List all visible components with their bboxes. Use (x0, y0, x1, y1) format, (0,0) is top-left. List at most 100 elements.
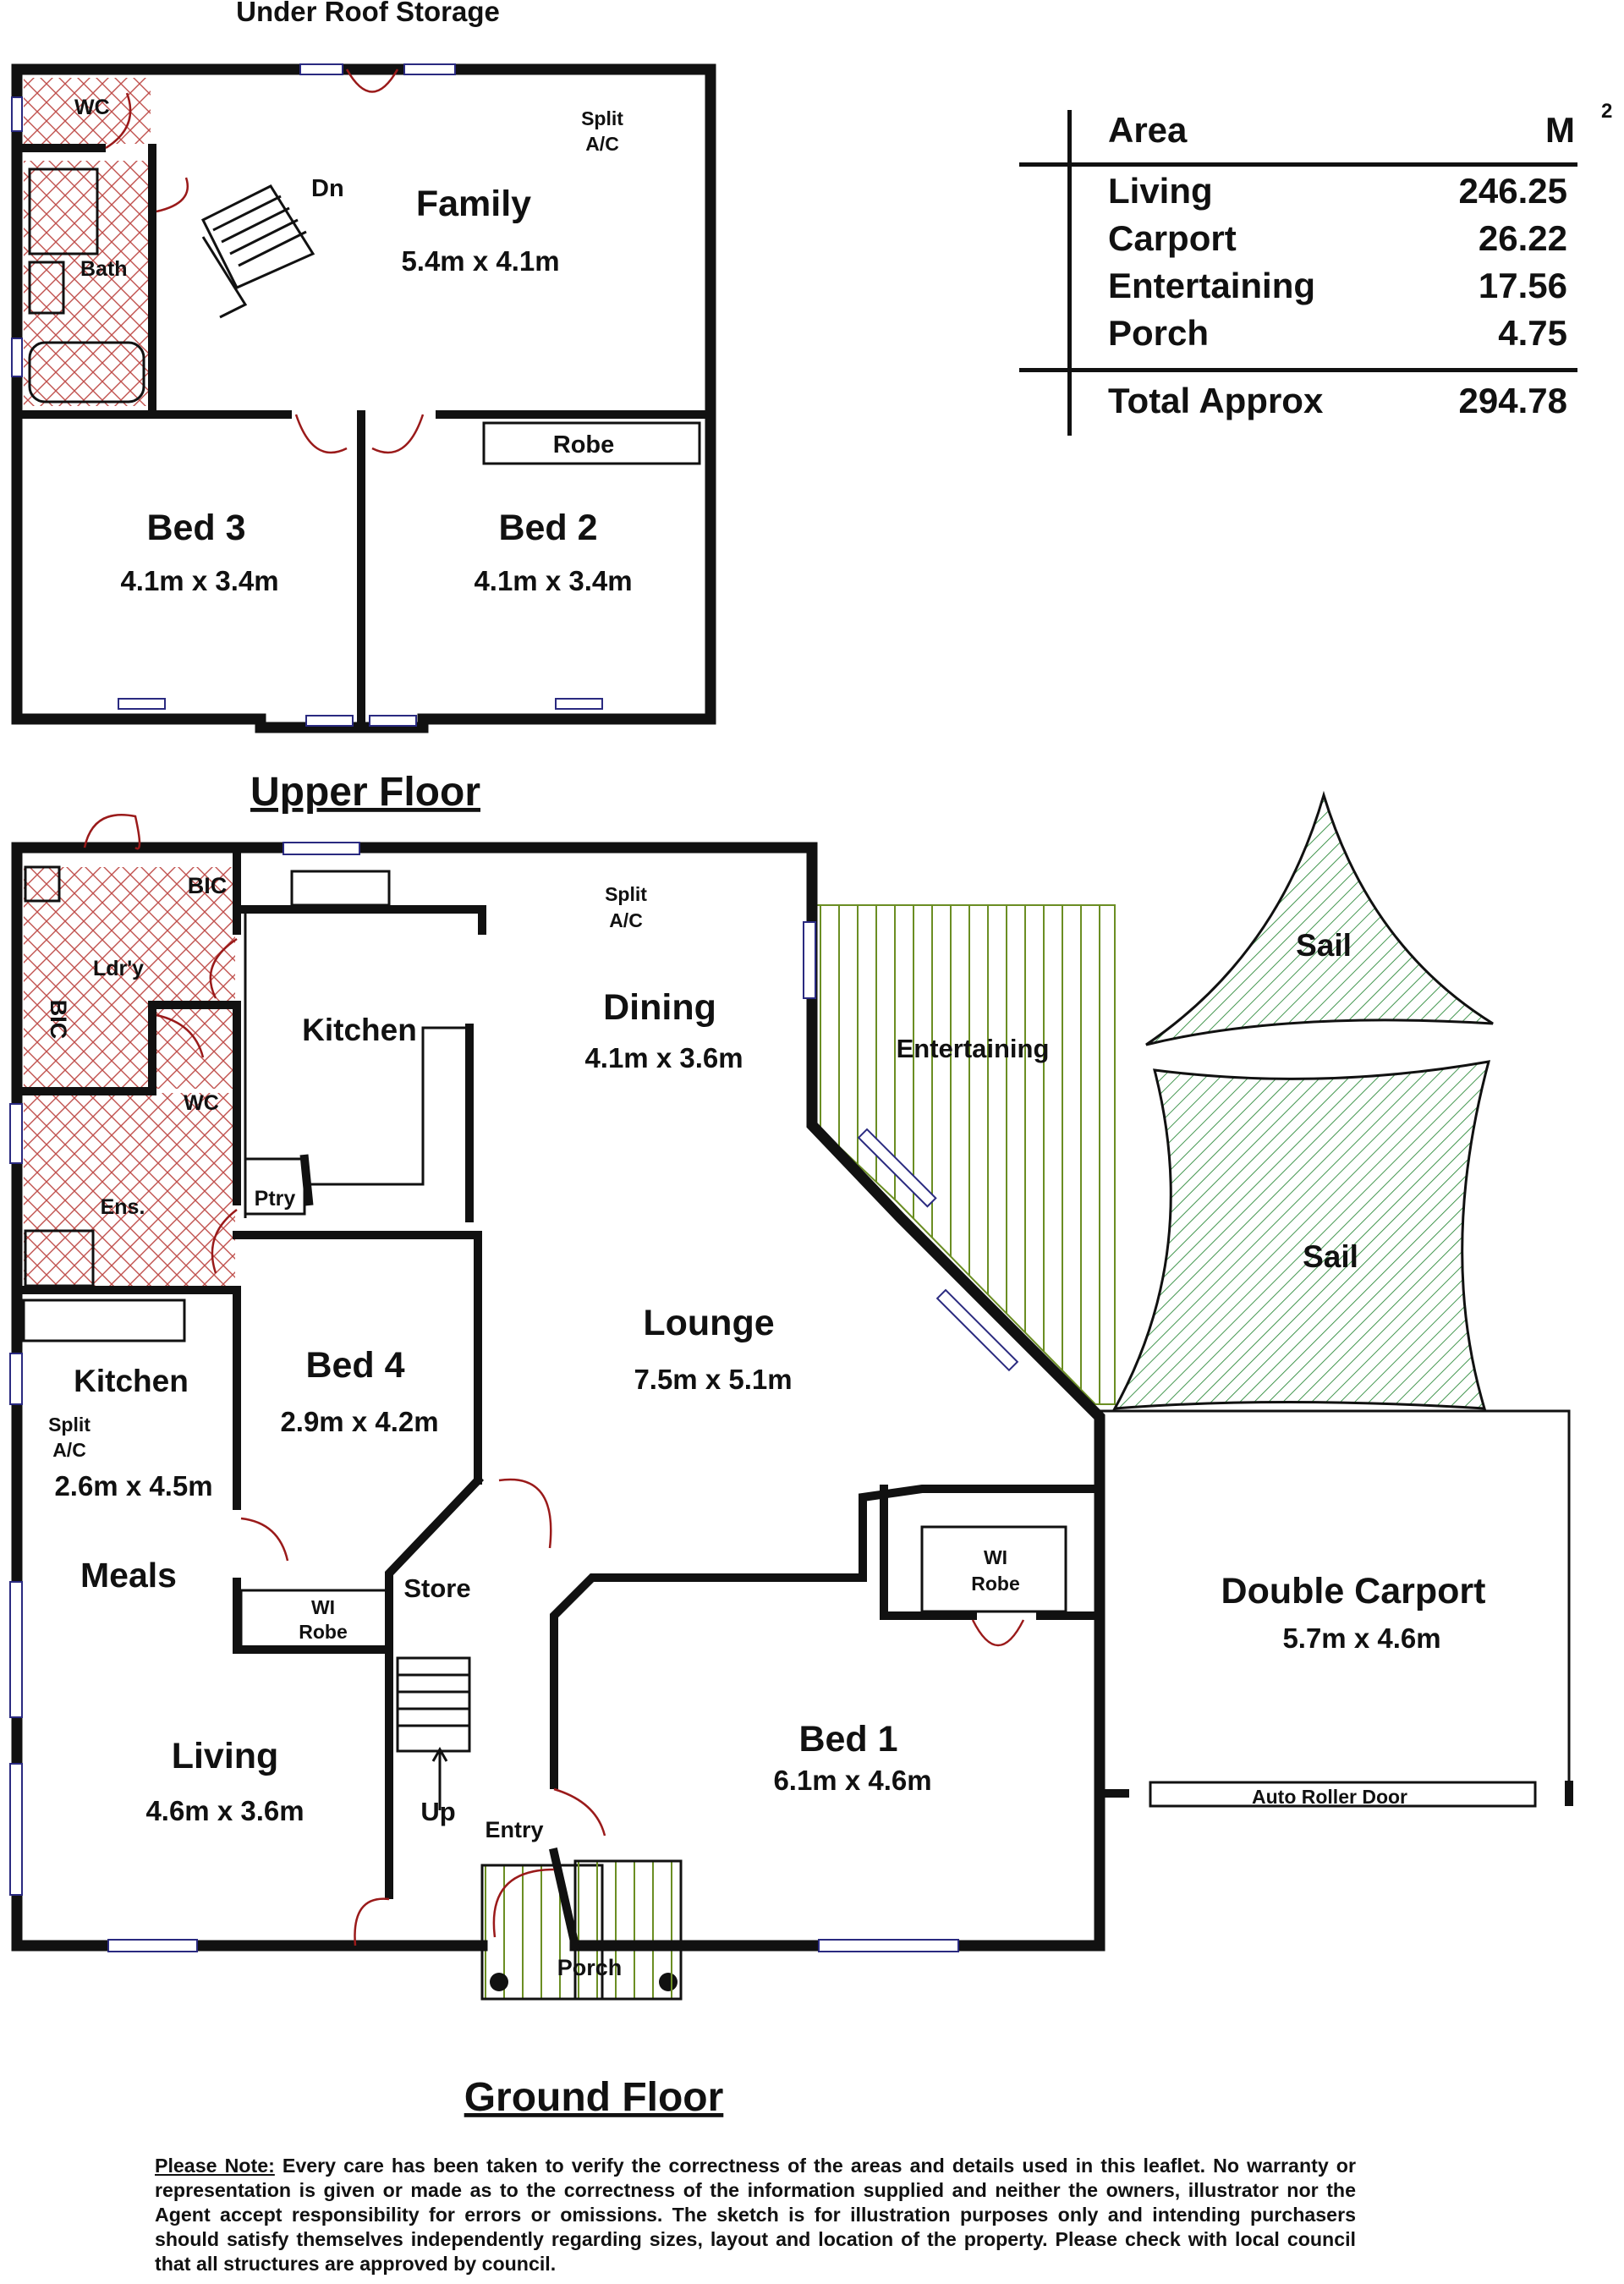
area-row-label: Porch (1108, 313, 1210, 353)
double-carport-label: Double Carport (1221, 1571, 1486, 1611)
laundry-floor (24, 867, 235, 1089)
ensuite-floor (24, 1093, 235, 1286)
wi-robe-bed1 (920, 1525, 1067, 1613)
porch-deck-right (573, 1859, 683, 2001)
wi-robe-bed4-label: WI (311, 1596, 335, 1618)
ground-stairs (396, 1656, 471, 1810)
auto-roller-door (1149, 1781, 1537, 1808)
wall-bed1-entry (549, 1848, 580, 1951)
area-table-vline (1067, 110, 1072, 436)
ground-window (9, 1581, 23, 1718)
area-total-label: Total Approx (1108, 381, 1324, 420)
wall-kitchen-bench (299, 1024, 474, 1222)
family-label: Family (416, 184, 531, 224)
wall-kitchen-main (233, 905, 486, 935)
area-header-label: Area (1108, 110, 1188, 150)
ground-window (283, 842, 360, 855)
ground-door-arc (971, 1619, 1025, 1647)
upper-outer-wall (11, 63, 716, 733)
robe-label: Robe (553, 431, 615, 458)
upper-split-ac-label: Split (581, 107, 623, 129)
wi-robe-bed4 (239, 1589, 391, 1651)
ground-window (935, 1288, 1019, 1372)
ground-door-arc (553, 1787, 606, 1837)
bed3-dims: 4.1m x 3.4m (120, 565, 278, 596)
disclaimer: Please Note: Every care has been taken t… (155, 2154, 1356, 2276)
porch-post (490, 1973, 508, 1991)
kitchen-2-split-ac-label: A/C (52, 1439, 86, 1461)
bic-side-label: BIC (46, 1000, 71, 1040)
sail-label: Sail (1296, 928, 1352, 963)
upper-window (11, 96, 23, 132)
laundry-tub (24, 865, 61, 903)
carport-outline (1100, 1409, 1571, 1793)
ground-door-arc (240, 1517, 289, 1562)
upper-window (555, 698, 603, 710)
entertaining-deck (815, 904, 1116, 1405)
wall-bed1 (550, 1485, 1104, 1789)
bath-label: Bath (80, 257, 128, 281)
ground-window (803, 921, 816, 999)
sail-label: Sail (1303, 1239, 1358, 1274)
upper-door-arc (371, 414, 425, 454)
area-row-value: 17.56 (1478, 266, 1567, 305)
meals-bench (22, 1298, 186, 1342)
area-row-value: 246.25 (1458, 171, 1567, 211)
area-header-unit: M (1545, 110, 1575, 151)
ensuite-label: Ens. (101, 1195, 145, 1219)
area-row-value: 4.75 (1498, 313, 1567, 353)
vanity (28, 261, 65, 315)
area-row-label: Living (1108, 171, 1213, 211)
upper-window (11, 338, 23, 377)
disclaimer-lead: Please Note: (155, 2155, 275, 2177)
family-dims: 5.4m x 4.1m (401, 245, 559, 277)
area-table-total-line (1019, 368, 1577, 372)
ground-outer-wall (11, 842, 1106, 1952)
area-row-label: Carport (1108, 218, 1237, 258)
storage-label: Under Roof Storage (236, 0, 500, 27)
kitchen-sink (290, 870, 391, 907)
area-unit-text: M (1545, 110, 1575, 150)
meals-label: Meals (80, 1556, 177, 1595)
area-row-label: Entertaining (1108, 266, 1316, 305)
pantry-label: Ptry (255, 1187, 296, 1211)
upper-floor-heading: Upper Floor (250, 770, 480, 815)
kitchen-2-split-ac-label: Split (48, 1414, 91, 1436)
lounge-label: Lounge (643, 1303, 774, 1343)
bed1-dims: 6.1m x 4.6m (773, 1765, 931, 1796)
upper-window (299, 63, 343, 75)
ensuite-shower (24, 1229, 95, 1287)
upper-floor: Under Roof Storage WC Split A/C Bath Dn … (11, 0, 716, 815)
wi-robe-bed1-label: WI (984, 1546, 1007, 1568)
upper-window (118, 698, 166, 710)
area-row-value: 26.22 (1478, 218, 1567, 258)
ground-window (107, 1939, 198, 1952)
dining-split-ac-label: A/C (609, 909, 643, 931)
upper-wc-label: WC (74, 96, 110, 119)
store-label: Store (403, 1573, 470, 1603)
bed4-label: Bed 4 (305, 1345, 404, 1386)
ground-floor-heading: Ground Floor (464, 2075, 724, 2120)
ground-window (9, 1353, 23, 1405)
ground-door-arc (354, 1897, 390, 1946)
bed2-dims: 4.1m x 3.4m (474, 565, 632, 596)
kitchen-2-label: Kitchen (74, 1364, 189, 1398)
stairs-dn-label: Dn (311, 175, 344, 202)
ground-window (857, 1128, 937, 1208)
upper-robe-box (482, 421, 701, 465)
stairs-up-label: Up (420, 1797, 455, 1826)
wi-robe-bed4-label: Robe (299, 1621, 348, 1643)
ground-wc-label: WC (184, 1091, 219, 1115)
kitchen-main-label: Kitchen (302, 1013, 417, 1047)
area-total-value: 294.78 (1458, 381, 1567, 420)
bed1-label: Bed 1 (798, 1719, 897, 1760)
bed3-label: Bed 3 (146, 508, 245, 548)
upper-window (305, 715, 354, 727)
upper-door-arc (345, 69, 399, 93)
upper-window (369, 715, 417, 727)
sail-triangle (1145, 790, 1494, 1046)
bic-top-label: BIC (188, 873, 228, 898)
wall-store (385, 1474, 485, 1899)
wi-robe-bed1-label: Robe (971, 1573, 1020, 1595)
